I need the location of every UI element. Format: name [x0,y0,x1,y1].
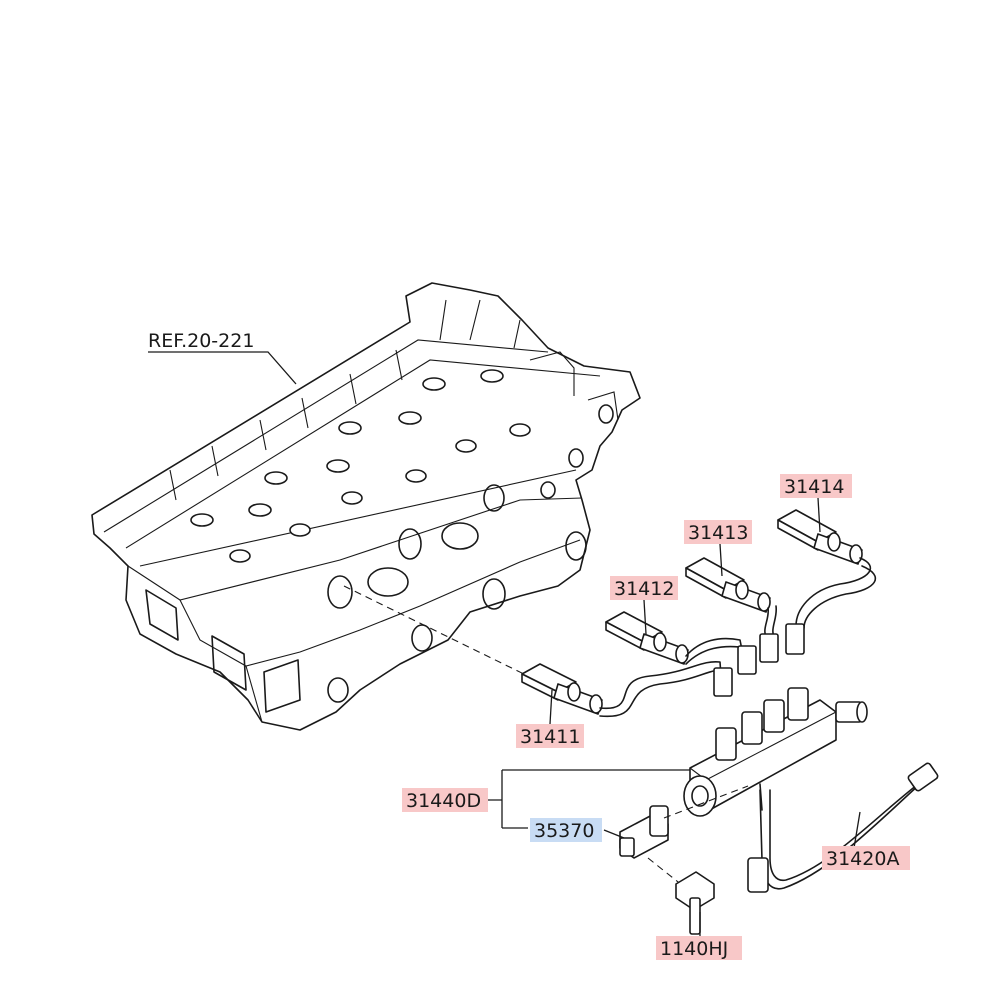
part-label-35370-text[interactable]: 35370 [534,820,594,842]
part-label-31420A-text[interactable]: 31420A [826,848,899,870]
injector-alignment-line [343,585,529,677]
part-label-35370[interactable]: 35370 [530,818,602,842]
part-label-31411-box [516,724,584,748]
part-label-1140HJ-text[interactable]: 1140HJ [660,938,728,960]
part-label-31440D-text[interactable]: 31440D [406,790,481,812]
part-label-31413[interactable]: 31413 [684,520,752,544]
sensor-alignment-line [663,785,749,819]
part-label-31440D[interactable]: 31440D [402,788,488,812]
cylinder-head [91,282,641,731]
part-label-31411-text[interactable]: 31411 [520,726,580,748]
part-label-31414-text[interactable]: 31414 [784,476,844,498]
injector-31412 [605,611,689,665]
part-label-31412[interactable]: 31412 [610,576,678,600]
pressure-sensor-35370 [619,805,669,859]
return-hose-31420A [747,762,939,893]
part-label-31411[interactable]: 31411 [516,724,584,748]
part-label-31440D-box [402,788,488,812]
part-label-31412-text[interactable]: 31412 [614,578,674,600]
part-label-1140HJ[interactable]: 1140HJ [656,936,742,960]
reference-label: REF.20-221 [148,330,254,352]
injection-pipes [599,557,876,718]
part-label-31413-box [684,520,752,544]
part-label-31414[interactable]: 31414 [780,474,852,498]
head-ports [327,404,614,703]
part-label-31413-text[interactable]: 31413 [688,522,748,544]
injector-31413 [685,557,771,613]
part-label-35370-box [530,818,602,842]
part-label-31420A[interactable]: 31420A [822,846,910,870]
valve-tappets [190,369,531,563]
common-rail-31440D [683,687,868,817]
part-label-1140HJ-box [656,936,742,960]
bolt-1140HJ [647,857,715,935]
injector-31411 [521,663,603,715]
reference-label-text: REF.20-221 [148,330,254,352]
part-label-31412-box [610,576,678,600]
part-label-31420A-box [822,846,910,870]
injector-31414 [777,509,863,565]
part-label-31414-box [780,474,852,498]
